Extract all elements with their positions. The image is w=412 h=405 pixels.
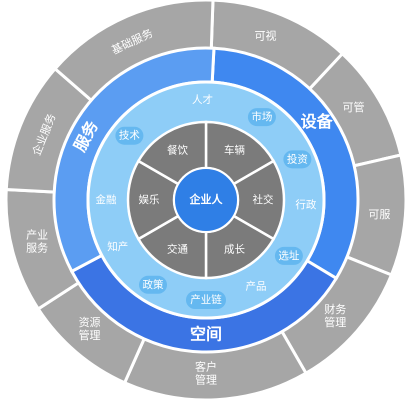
inner-label-4: 交通 bbox=[167, 242, 188, 255]
light-label-8: 政策 bbox=[143, 278, 164, 291]
light-label-1: 人才 bbox=[192, 93, 213, 106]
inner-label-6: 餐饮 bbox=[167, 144, 188, 157]
light-label-5: 选址 bbox=[278, 249, 299, 262]
outer-label-2: 可管 bbox=[343, 100, 365, 114]
outer-label-5: 客户管理 bbox=[195, 360, 217, 387]
core: 企业人 bbox=[173, 167, 239, 233]
middle-label-1: 设备 bbox=[301, 112, 334, 131]
light-pill bbox=[274, 246, 303, 265]
outer-label-6: 资源管理 bbox=[79, 315, 101, 342]
light-label-4: 行政 bbox=[295, 198, 316, 211]
light-label-10: 金融 bbox=[96, 193, 117, 206]
light-label-11: 技术 bbox=[119, 129, 140, 142]
outer-label-4: 财务管理 bbox=[324, 302, 346, 329]
light-pill bbox=[186, 291, 226, 309]
light-label-6: 产品 bbox=[246, 280, 267, 293]
light-label-2: 市场 bbox=[251, 110, 272, 123]
inner-label-3: 成长 bbox=[224, 243, 245, 255]
light-pill bbox=[283, 150, 312, 169]
outer-label-1: 可视 bbox=[255, 28, 277, 42]
inner-label-2: 社交 bbox=[253, 193, 274, 206]
light-label-9: 知产 bbox=[107, 240, 128, 253]
inner-label-5: 娱乐 bbox=[139, 193, 160, 206]
core-circle bbox=[173, 167, 239, 233]
outer-label-7: 产业服务 bbox=[26, 228, 48, 255]
light-pill bbox=[115, 126, 144, 145]
light-label-7: 产业链 bbox=[190, 293, 222, 306]
light-pill bbox=[247, 108, 276, 127]
light-label-3: 投资 bbox=[287, 152, 308, 165]
outer-label-3: 可服 bbox=[368, 208, 390, 221]
light-pill bbox=[139, 275, 168, 294]
inner-label-1: 车辆 bbox=[224, 144, 245, 157]
core-label: 企业人 bbox=[189, 192, 224, 206]
middle-label-2: 空间 bbox=[190, 325, 222, 344]
